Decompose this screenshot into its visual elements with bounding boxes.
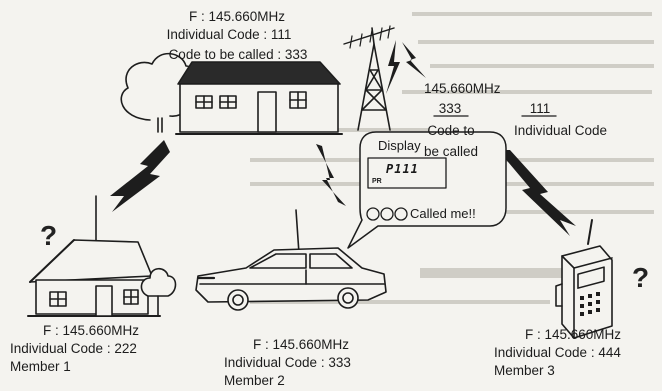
- signal-freq-label: 145.660MHz: [424, 80, 501, 98]
- called-me-text: Called me!!: [410, 206, 476, 221]
- top-individual-code-label: Individual Code : 111: [140, 26, 318, 44]
- member1-name-label: Member 1: [10, 358, 71, 376]
- member1-individual-label: Individual Code : 222: [10, 340, 137, 358]
- lcd-main-readout: P111: [386, 162, 419, 176]
- member3-radio-icon: [556, 220, 612, 338]
- member1-freq-label: F : 145.660MHz: [26, 322, 156, 340]
- member3-name-label: Member 3: [494, 362, 555, 380]
- member1-house-icon: [28, 196, 160, 316]
- lcd-sub-readout: PR: [372, 178, 382, 185]
- member2-freq-label: F : 145.660MHz: [236, 336, 366, 354]
- member2-name-label: Member 2: [224, 372, 285, 390]
- member3-freq-label: F : 145.660MHz: [508, 326, 638, 344]
- bolt-to-member3-icon: [498, 150, 576, 236]
- display-title: Display: [378, 138, 421, 153]
- member1-question-mark: ?: [40, 220, 57, 252]
- member3-question-mark: ?: [632, 262, 649, 294]
- bolt-tower-right-icon: [402, 42, 426, 78]
- bolt-to-member2-icon: [316, 144, 346, 206]
- signal-code-to-call-label-2: be called: [418, 143, 484, 161]
- signal-individual-value: 111: [520, 100, 560, 118]
- bolt-tower-down-icon: [386, 40, 400, 94]
- bolt-to-member1-icon: [110, 140, 170, 212]
- top-code-to-call-label: Code to be called : 333: [138, 46, 338, 64]
- signal-individual-label: Individual Code: [514, 122, 607, 140]
- member2-individual-label: Individual Code : 333: [224, 354, 351, 372]
- signal-code-to-call-label-1: Code to: [418, 122, 484, 140]
- member3-individual-label: Individual Code : 444: [494, 344, 621, 362]
- antenna-tower-icon: [344, 26, 394, 130]
- top-house-icon: [176, 62, 342, 134]
- member2-car-icon: [196, 210, 386, 310]
- signal-code-to-call-value: 333: [430, 100, 470, 118]
- top-freq-label: F : 145.660MHz: [148, 8, 326, 26]
